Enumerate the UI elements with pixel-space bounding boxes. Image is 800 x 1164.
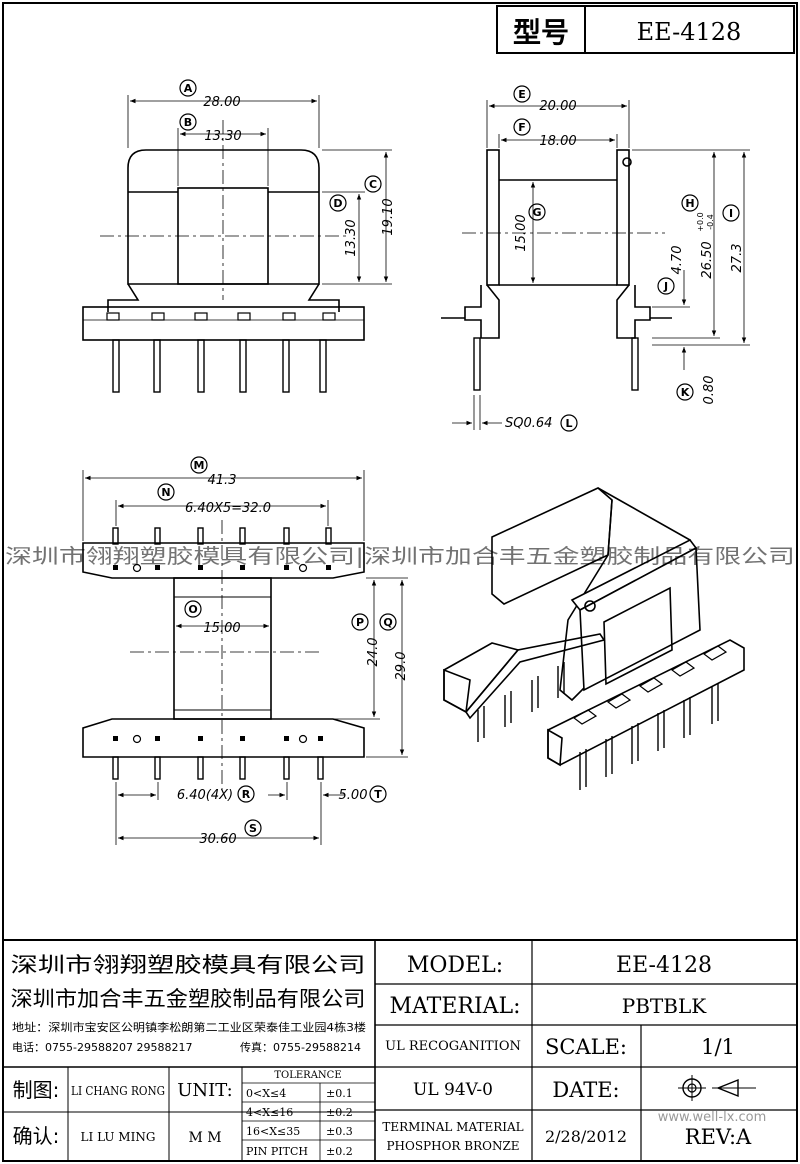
front-view (82, 120, 365, 393)
bottom-view (82, 520, 365, 790)
dimension-values: 28.00 13.30 19.10 13.30 20.00 18.00 15.0… (177, 95, 745, 847)
letter-P: P (356, 616, 364, 629)
dim-M: 41.3 (208, 473, 237, 488)
dimension-letter-text: A B C D E F G H I J K L M N O P Q R T S (161, 82, 733, 835)
tol-value-2: ±0.2 (326, 1106, 353, 1119)
rev-label: REV:A (685, 1125, 752, 1149)
type-label: 型号 (513, 16, 569, 49)
dim-D: 13.30 (344, 219, 359, 256)
company-name-1: 深圳市翎翔塑胶模具有限公司 (11, 953, 366, 977)
bottom-dimensions (82, 470, 408, 845)
dim-I: 27.3 (730, 244, 745, 273)
title-block-text: 深圳市翎翔塑胶模具有限公司 深圳市加合丰五金塑胶制品有限公司 地址：深圳市宝安区… (11, 953, 767, 1158)
letter-C: C (369, 178, 377, 191)
side-dimensions (452, 100, 750, 430)
letter-B: B (184, 116, 192, 129)
dim-L: SQ0.64 (505, 416, 552, 431)
letter-S: S (249, 822, 257, 835)
side-view (441, 149, 672, 391)
dim-E: 20.00 (539, 99, 576, 114)
dim-K: 0.80 (702, 376, 717, 405)
dim-A: 28.00 (203, 95, 240, 110)
dim-P: 24.0 (366, 638, 381, 667)
tol-value-1: ±0.1 (326, 1087, 353, 1100)
company-phone: 电话：0755-29588207 29588217 (12, 1041, 192, 1054)
tol-range-2: 4<X≤16 (246, 1106, 293, 1119)
letter-O: O (188, 603, 197, 616)
drawn-label: 制图: (13, 1078, 60, 1102)
tol-range-3: 16<X≤35 (246, 1125, 300, 1138)
ul-label: UL RECOGANITION (385, 1039, 521, 1054)
front-dimensions (127, 95, 392, 285)
unit-label: UNIT: (177, 1080, 232, 1101)
letter-J: J (663, 280, 668, 293)
dim-O: 15.00 (203, 621, 240, 636)
material-value: PBTBLK (622, 994, 707, 1018)
dim-G: 15.00 (514, 214, 529, 251)
scale-value: 1/1 (701, 1035, 735, 1059)
model-value: EE-4128 (616, 953, 712, 978)
dim-C: 19.10 (381, 198, 396, 235)
dim-F: 18.00 (539, 134, 576, 149)
tol-range-4: PIN PITCH (246, 1145, 308, 1158)
dim-H-tol-minus: -0.4 (706, 214, 715, 230)
drawn-value: LI CHANG RONG (71, 1084, 165, 1098)
site-watermark: www.well-lx.com (658, 1110, 767, 1125)
date-value: 2/28/2012 (545, 1127, 627, 1146)
letter-H: H (685, 197, 694, 210)
letter-E: E (518, 88, 526, 101)
dim-T: 5.00 (339, 788, 368, 803)
ul-value: UL 94V-0 (413, 1080, 493, 1100)
tol-value-4: ±0.2 (326, 1145, 353, 1158)
letter-M: M (194, 459, 205, 472)
tolerance-title: TOLERANCE (274, 1070, 341, 1081)
dim-N: 6.40X5=32.0 (185, 501, 271, 516)
letter-Q: Q (383, 616, 392, 629)
tol-range-1: 0<X≤4 (246, 1087, 286, 1100)
header-model: EE-4128 (637, 18, 742, 46)
isometric-view (443, 487, 745, 790)
letter-K: K (681, 386, 690, 399)
header-box: 型号 EE-4128 (496, 5, 795, 54)
dim-H: 26.50 (700, 241, 715, 278)
checked-label: 确认: (13, 1124, 60, 1148)
letter-G: G (532, 206, 541, 219)
material-label: MATERIAL: (389, 994, 520, 1019)
company-name-2: 深圳市加合丰五金塑胶制品有限公司 (11, 987, 366, 1011)
terminal-label: TERMINAL MATERIAL (382, 1120, 523, 1134)
dim-J: 4.70 (670, 246, 685, 275)
letter-D: D (333, 197, 342, 210)
unit-value: M M (188, 1130, 221, 1146)
dimension-letters (157, 79, 740, 837)
tol-value-3: ±0.3 (326, 1125, 353, 1138)
company-address: 地址：深圳市宝安区公明镇李松朗第二工业区荣泰佳工业园4栋3楼 (12, 1020, 366, 1034)
title-block (3, 939, 797, 1161)
dim-S: 30.60 (199, 832, 236, 847)
letter-A: A (184, 82, 193, 95)
dim-H-tol-plus: +0.0 (696, 212, 705, 231)
watermark: 深圳市翎翔塑胶模具有限公司|深圳市加合丰五金塑胶制品有限公司 (5, 544, 795, 568)
letter-R: R (242, 788, 251, 801)
letter-F: F (518, 121, 526, 134)
letter-T: T (374, 788, 382, 801)
letter-N: N (161, 486, 170, 499)
letter-L: L (565, 417, 572, 430)
dim-B: 13.30 (204, 129, 241, 144)
dim-Q: 29.0 (394, 652, 409, 681)
checked-value: LI LU MING (81, 1130, 156, 1144)
dim-R: 6.40(4X) (177, 788, 233, 803)
company-fax: 传真：0755-29588214 (240, 1040, 361, 1054)
date-label: DATE: (552, 1078, 619, 1102)
scale-label: SCALE: (545, 1035, 627, 1059)
terminal-value: PHOSPHOR BRONZE (386, 1139, 519, 1153)
letter-I: I (729, 207, 733, 220)
model-label: MODEL: (407, 953, 503, 978)
